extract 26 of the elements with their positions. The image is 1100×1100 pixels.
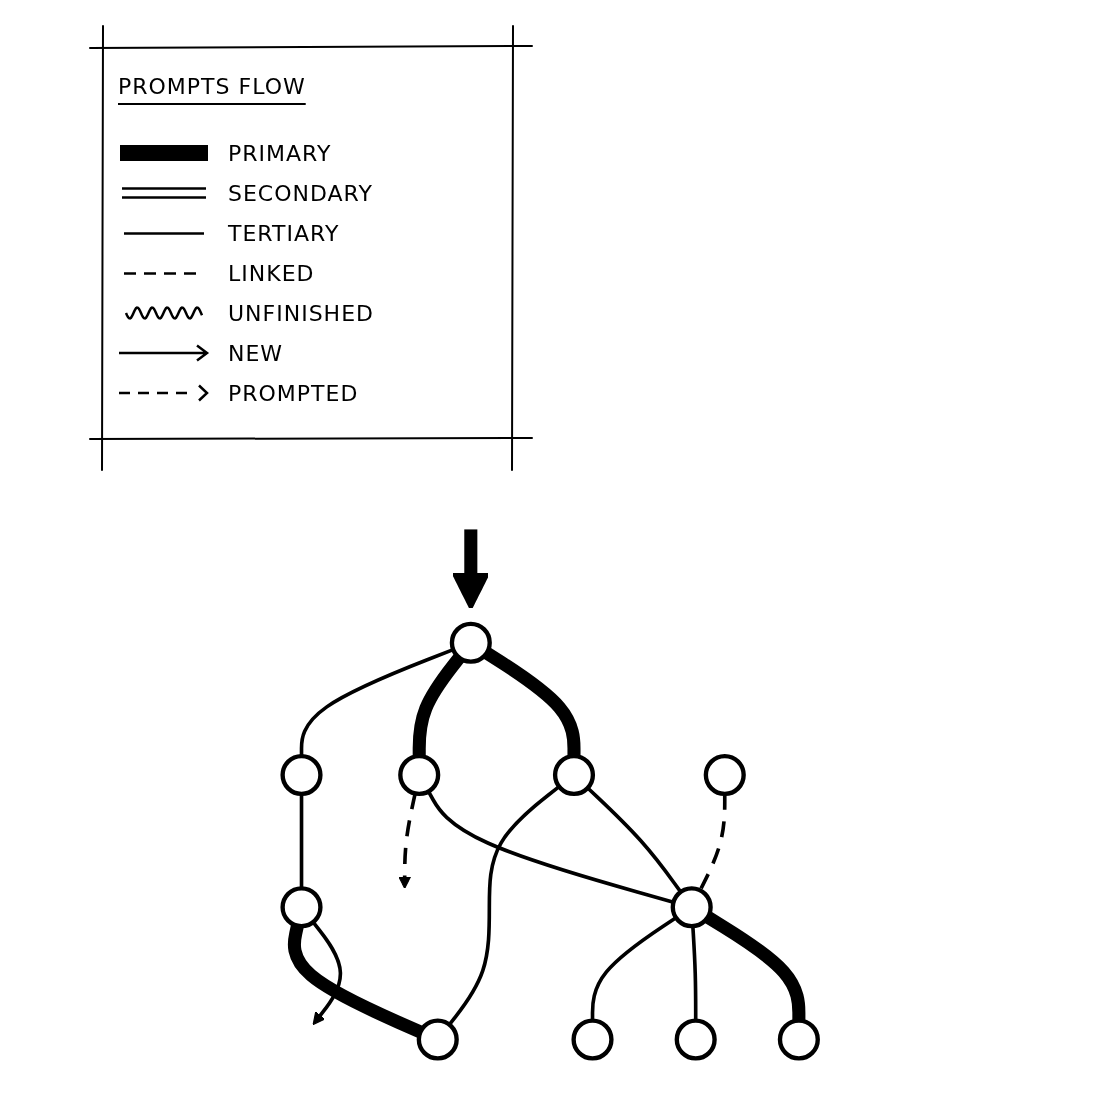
- legend-label: LINKED: [228, 260, 315, 286]
- node-circle: [703, 753, 746, 797]
- connector: [704, 911, 806, 1021]
- node-circle: [416, 1018, 459, 1061]
- legend-label: TERTIARY: [228, 220, 340, 246]
- arrow: [311, 921, 342, 1026]
- connector: [586, 786, 682, 893]
- legend-label: PROMPTED: [228, 380, 359, 406]
- dashed-arrow: [398, 793, 417, 889]
- node-circle: [397, 753, 441, 797]
- legend-label: NEW: [228, 340, 284, 366]
- node-circle: [571, 1018, 614, 1061]
- node-circle: [777, 1018, 820, 1061]
- node-circle: [449, 621, 492, 664]
- node-circle: [552, 753, 595, 797]
- node-circle: [280, 886, 323, 929]
- legend-label: SECONDARY: [228, 180, 373, 206]
- node-circle: [674, 1018, 717, 1061]
- node-circle: [670, 886, 713, 929]
- legend-label: PRIMARY: [228, 140, 332, 166]
- node-circle: [280, 753, 323, 797]
- connector: [287, 924, 423, 1038]
- connector: [447, 785, 560, 1026]
- legend-label: UNFINISHED: [228, 300, 374, 326]
- connector: [483, 647, 581, 757]
- connector: [412, 653, 465, 757]
